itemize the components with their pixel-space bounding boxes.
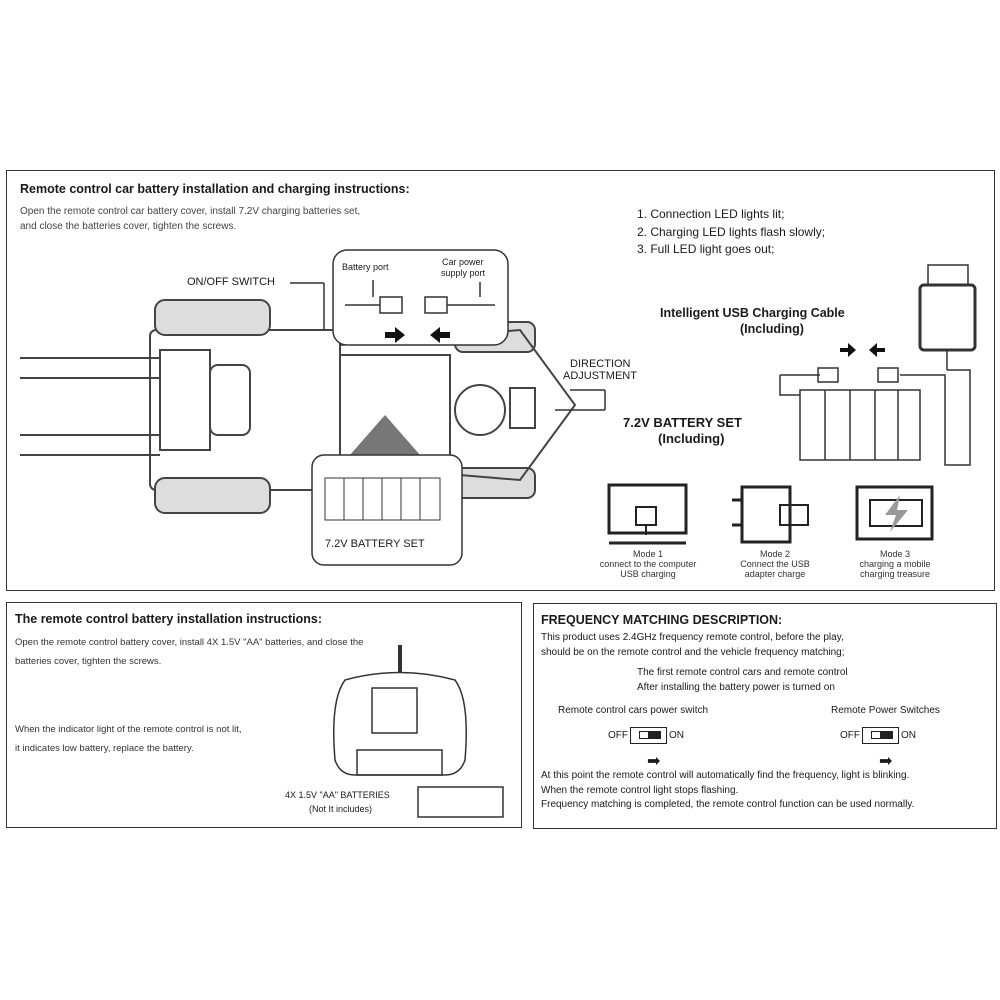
mode-line: charging a mobile [859,559,931,569]
remote-switch-label: Remote Power Switches [831,705,940,716]
not-included-label: (Not It includes) [309,804,373,814]
led-step-2: 2. Charging LED lights flash slowly; [637,225,826,239]
remote-desc-2: batteries cover, tighten the screws. [15,656,162,667]
mode-title: Mode 2 [759,549,791,559]
off-label: OFF [608,730,628,741]
frequency-f1: At this point the remote control will au… [541,770,910,781]
battery-set-label: 7.2V BATTERY SET [325,538,425,550]
battery-set-including: (Including) [658,431,725,446]
frequency-p1: This product uses 2.4GHz frequency remot… [541,632,844,643]
mode-1: Mode 1 connect to the computer USB charg… [598,549,698,579]
car-battery-panel [6,170,995,591]
on-off-switch-label: ON/OFF SWITCH [187,276,275,288]
remote-title: The remote control battery installation … [15,612,322,626]
switch-body [862,727,899,744]
frequency-c1: The first remote control cars and remote… [637,667,848,678]
mode-line: connect to the computer [599,559,697,569]
mode-line: adapter charge [744,569,806,579]
remote-low-battery-2: it indicates low battery, replace the ba… [15,743,194,754]
power-bank-icon [855,485,934,541]
on-label: ON [901,730,916,741]
remote-desc-1: Open the remote control battery cover, i… [15,637,364,648]
mode-line: Connect the USB [740,559,810,569]
usb-adapter-icon [732,485,809,544]
frequency-c2: After installing the battery power is tu… [637,682,835,693]
frequency-f3: Frequency matching is completed, the rem… [541,799,915,810]
mode-3: Mode 3 charging a mobile charging treasu… [845,549,945,579]
battery-set-including-label: 7.2V BATTERY SET [623,415,742,430]
mode-2: Mode 2 Connect the USB adapter charge [725,549,825,579]
car-power-switch[interactable]: OFF ON [608,727,684,744]
battery-port-label: Battery port [342,262,389,272]
computer-usb-icon [607,483,688,545]
mode-title: Mode 3 [879,549,911,559]
usb-cable-label: Intelligent USB Charging Cable [660,306,845,320]
switch-body [630,727,667,744]
car-switch-label: Remote control cars power switch [558,705,709,716]
aa-batteries-label: 4X 1.5V "AA" BATTERIES [285,790,390,800]
remote-power-switch[interactable]: OFF ON [840,727,916,744]
frequency-panel [533,603,997,829]
usb-cable-including: (Including) [740,322,804,336]
arrow-right-icon: ➡ [879,753,893,770]
remote-low-battery-1: When the indicator light of the remote c… [15,724,242,735]
frequency-f2: When the remote control light stops flas… [541,785,739,796]
remote-battery-panel [6,602,522,828]
arrow-right-icon: ➡ [647,753,661,770]
car-power-port-label-2: supply port [441,268,486,278]
on-label: ON [669,730,684,741]
frequency-title: FREQUENCY MATCHING DESCRIPTION: [541,613,783,627]
mode-title: Mode 1 [632,549,664,559]
mode-line: charging treasure [859,569,931,579]
off-label: OFF [840,730,860,741]
car-battery-desc-1: Open the remote control car battery cove… [20,206,361,217]
car-battery-title: Remote control car battery installation … [20,182,410,196]
mode-line: USB charging [620,569,676,579]
led-step-3: 3. Full LED light goes out; [637,242,775,256]
frequency-p2: should be on the remote control and the … [541,647,845,658]
led-step-1: 1. Connection LED lights lit; [637,207,785,221]
direction-label-2: ADJUSTMENT [563,370,637,382]
car-power-port-label-1: Car power [442,257,484,267]
direction-label-1: DIRECTION [570,358,631,370]
car-battery-desc-2: and close the batteries cover, tighten t… [20,221,237,232]
